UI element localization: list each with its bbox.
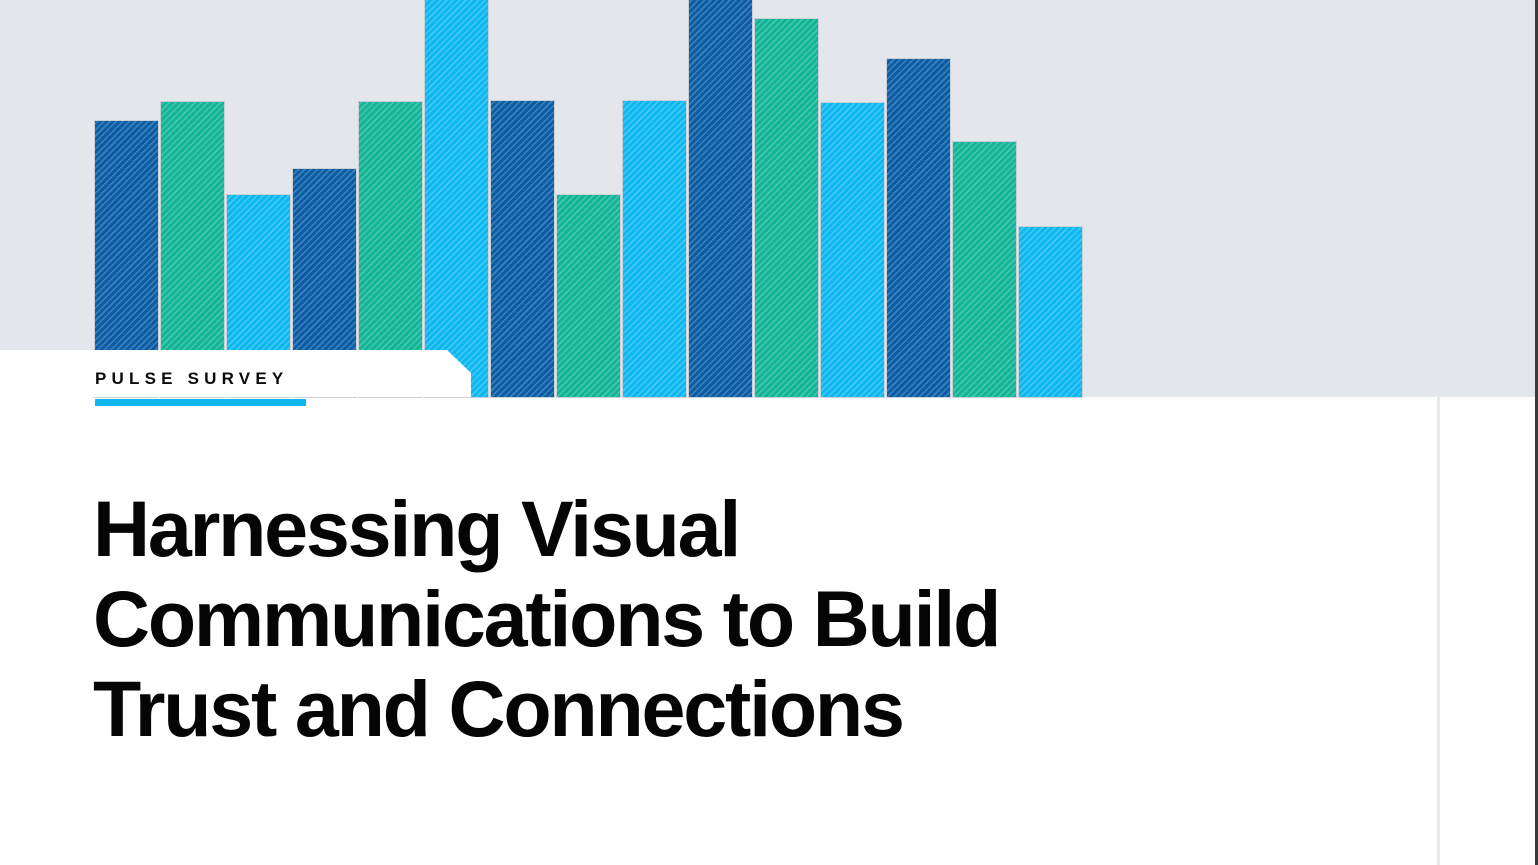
kicker-label: PULSE SURVEY (95, 369, 289, 388)
kicker-underline (95, 399, 306, 406)
chart-bar (359, 102, 422, 397)
chart-bar (689, 0, 752, 397)
chart-bar (755, 19, 818, 397)
chart-bar (161, 102, 224, 397)
kicker-tab (0, 350, 471, 397)
page-title: Harnessing Visual Communications to Buil… (93, 484, 1193, 754)
hero-banner (0, 0, 1535, 397)
window-edge (1535, 0, 1538, 865)
chart-bar (425, 0, 488, 397)
title-line-1: Harnessing Visual (93, 484, 741, 573)
chart-bar (953, 142, 1016, 397)
decorative-bar-chart (0, 0, 1535, 397)
chart-bar (491, 101, 554, 397)
chart-bar (821, 103, 884, 397)
chart-bar (887, 59, 950, 397)
chart-bar (1019, 227, 1082, 397)
title-line-2: Communications to Build (93, 574, 1001, 663)
chart-bar (557, 195, 620, 397)
page-edge-divider (1437, 397, 1440, 865)
title-line-3: Trust and Connections (93, 664, 905, 753)
chart-bar (623, 101, 686, 397)
